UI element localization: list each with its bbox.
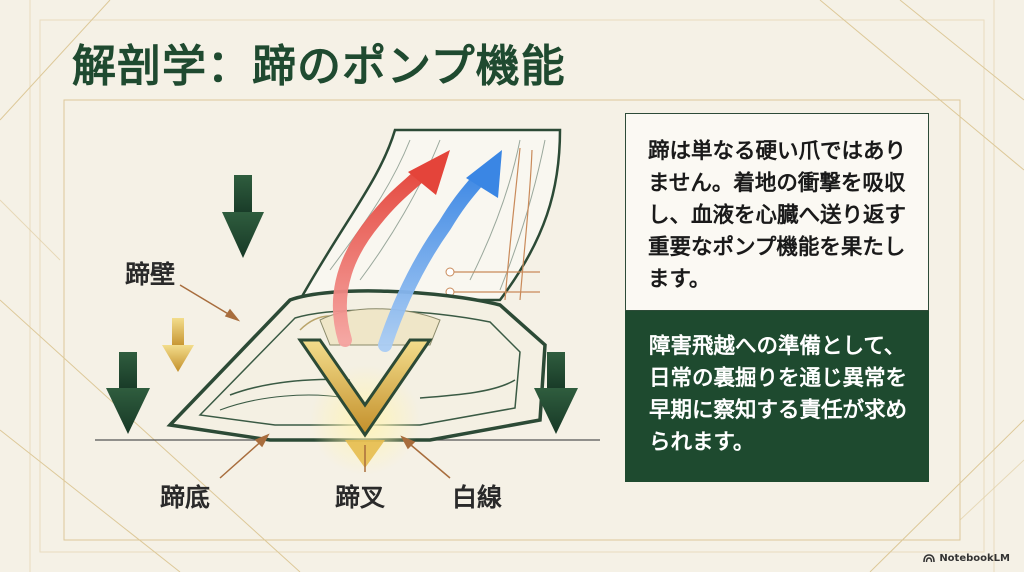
brand-name: NotebookLM [939, 553, 1010, 564]
venous-flow-arrow [378, 173, 485, 352]
label-hoof-wall: 蹄壁 [125, 260, 176, 289]
down-arrow-icon [162, 318, 194, 372]
description-text: 蹄は単なる硬い爪ではありません。着地の衝撃を吸収し、血液を心臓へ送り返す重要なポ… [648, 139, 907, 292]
responsibility-text: 障害飛越への準備として、日常の裏掘りを通じ異常を早期に察知する責任が求められます… [649, 334, 908, 455]
down-arrow-icon [106, 352, 150, 434]
responsibility-panel: 障害飛越への準備として、日常の裏掘りを通じ異常を早期に察知する責任が求められます… [625, 311, 929, 482]
hoof-capsule [166, 289, 547, 442]
label-frog: 蹄叉 [335, 483, 386, 512]
label-sole: 蹄底 [160, 483, 211, 512]
page-title: 解剖学：蹄のポンプ機能 [72, 41, 566, 92]
label-white-line: 白線 [452, 483, 503, 512]
notebooklm-logo-icon [923, 554, 936, 563]
description-panel: 蹄は単なる硬い爪ではありません。着地の衝撃を吸収し、血液を心臓へ送り返す重要なポ… [625, 113, 929, 311]
arterial-flow-arrow [332, 168, 427, 347]
down-arrow-icon [222, 175, 264, 258]
down-arrow-icon [534, 352, 578, 434]
brand-watermark: NotebookLM [923, 553, 1010, 564]
frog-v-shape [297, 338, 433, 438]
